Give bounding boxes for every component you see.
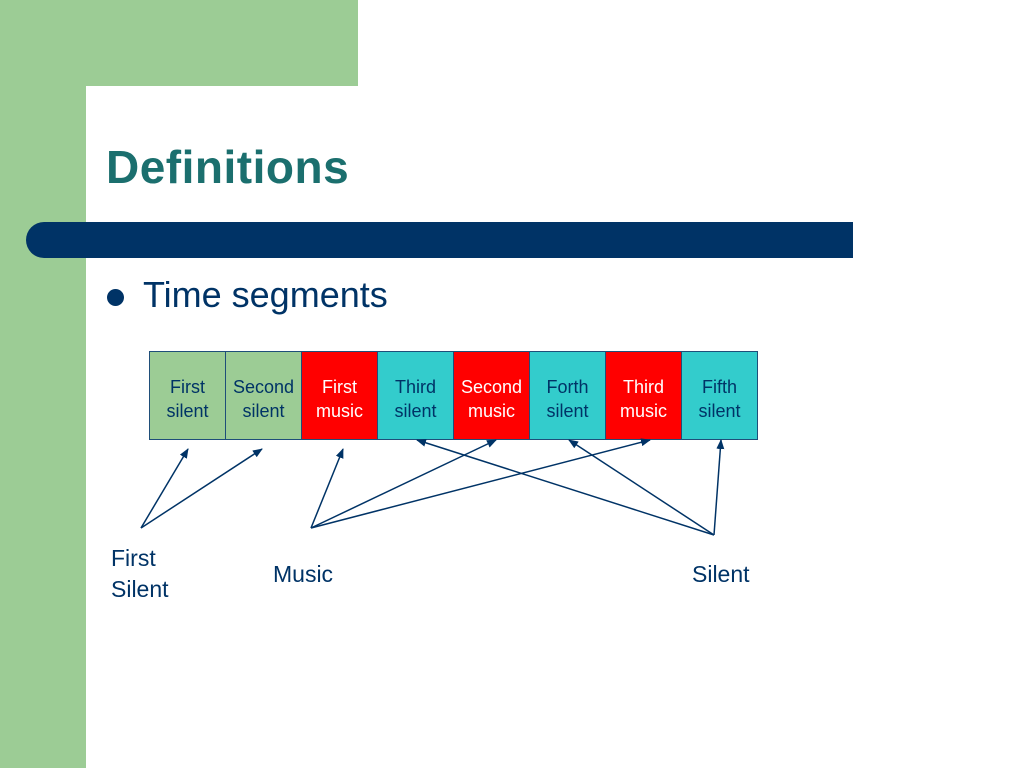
time-segments-row: First silent Second silent First music Thir… [149, 351, 758, 440]
segment-second-music: Second music [453, 351, 530, 440]
title-underline-bar [26, 222, 853, 258]
segment-forth-silent: Forth silent [529, 351, 606, 440]
label-music: Music [273, 561, 334, 587]
segment-second-silent: Second silent [225, 351, 302, 440]
segment-line2: silent [394, 401, 437, 421]
segment-line2: silent [698, 401, 741, 421]
label-first-silent: First Silent [111, 543, 169, 605]
segment-line1: Forth [546, 377, 589, 397]
segment-line2: music [467, 401, 515, 421]
slide-title: Definitions [106, 141, 350, 193]
top-green-band [0, 0, 358, 86]
segment-third-music: Third music [605, 351, 682, 440]
segment-first-silent: First silent [149, 351, 226, 440]
segment-line2: silent [166, 401, 209, 421]
segment-line2: music [619, 401, 667, 421]
bullet-dot-icon [107, 289, 124, 306]
segment-line2: silent [242, 401, 285, 421]
left-green-band [0, 0, 86, 768]
segment-line1: First [170, 377, 205, 397]
segment-line1: Second [460, 377, 523, 397]
segment-first-music: First music [301, 351, 378, 440]
segment-line1: Second [232, 377, 295, 397]
segment-line2: silent [546, 401, 589, 421]
bullet-text: Time segments [143, 274, 388, 315]
label-first-silent-line1: First [111, 545, 156, 571]
segment-line1: Third [394, 377, 436, 397]
segment-line1: Fifth [701, 377, 737, 397]
label-first-silent-line2: Silent [111, 576, 169, 602]
segment-line2: music [315, 401, 363, 421]
segment-line1: Third [622, 377, 664, 397]
segment-third-silent: Third silent [377, 351, 454, 440]
label-silent: Silent [692, 561, 750, 587]
segment-fifth-silent: Fifth silent [681, 351, 758, 440]
segment-line1: First [321, 377, 357, 397]
